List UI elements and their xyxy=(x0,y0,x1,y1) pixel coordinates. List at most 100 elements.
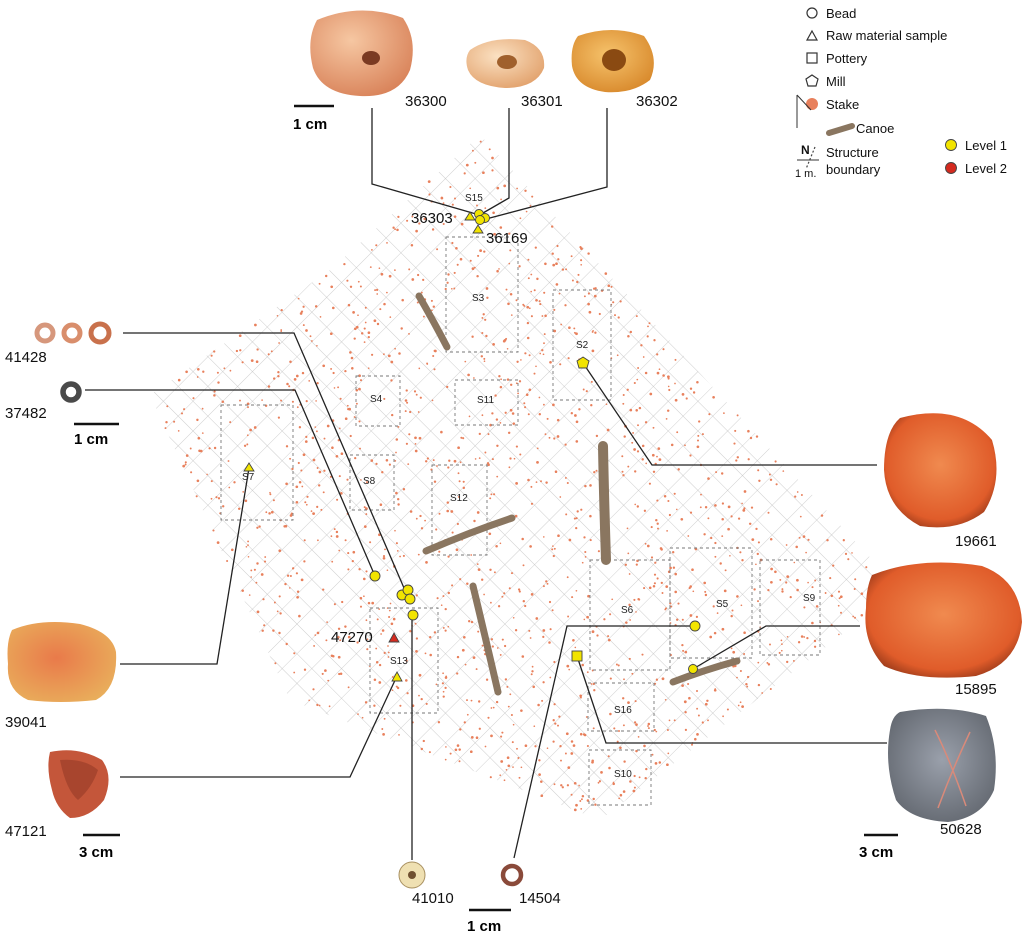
stake-dot xyxy=(333,387,336,389)
stake-dot xyxy=(468,415,471,418)
stake-dot xyxy=(296,590,300,594)
stake-dot xyxy=(394,529,396,532)
stake-dot xyxy=(575,440,579,443)
stake-dot xyxy=(553,308,556,311)
stake-dot xyxy=(514,514,518,518)
stake-dot xyxy=(694,737,697,741)
stake-dot xyxy=(534,745,537,748)
beads-41428-photo xyxy=(34,321,112,345)
stake-dot xyxy=(647,325,649,328)
stake-dot xyxy=(339,492,343,495)
stake-dot xyxy=(526,305,530,309)
stake-dot xyxy=(422,739,425,743)
stake-dot xyxy=(799,515,802,518)
stake-dot xyxy=(408,433,411,436)
stake-dot xyxy=(770,567,773,571)
stake-dot xyxy=(644,421,648,424)
stake-dot xyxy=(476,274,479,278)
stake-dot xyxy=(263,624,266,627)
stake-dot xyxy=(622,393,625,397)
stake-dot xyxy=(286,574,290,577)
stake-dot xyxy=(320,508,323,511)
stake-dot xyxy=(353,416,356,418)
stake-dot xyxy=(363,506,366,509)
stake-dot xyxy=(789,595,792,599)
stake-dot xyxy=(501,731,504,734)
stake-dot xyxy=(406,692,409,695)
stake-dot xyxy=(289,514,293,517)
stake-dot xyxy=(540,780,543,783)
stake-dot xyxy=(675,618,679,621)
stake-dot xyxy=(471,335,474,338)
stake-dot xyxy=(363,595,365,598)
stake-dot xyxy=(379,308,382,311)
stake-dot xyxy=(318,704,321,707)
stake-dot xyxy=(844,552,848,556)
mill-marker-level1 xyxy=(576,356,590,369)
stake-dot xyxy=(248,594,251,596)
stake-dot xyxy=(593,294,597,298)
stake-dot xyxy=(255,581,258,584)
stake-dot xyxy=(404,399,408,402)
stake-dot xyxy=(571,596,574,599)
sample-id-label: 41428 xyxy=(5,349,47,366)
stake-dot xyxy=(767,663,771,666)
bead-marker-level1 xyxy=(475,215,485,225)
stake-dot xyxy=(505,768,508,771)
stake-dot xyxy=(318,470,322,474)
stake-dot xyxy=(542,536,545,538)
stake-dot xyxy=(481,316,484,319)
stake-dot xyxy=(462,486,466,490)
stake-dot xyxy=(303,539,306,542)
stake-dot xyxy=(739,551,742,554)
stake-dot xyxy=(359,596,363,600)
stake-dot xyxy=(427,180,431,183)
stake-dot xyxy=(367,367,370,370)
stake-dot xyxy=(367,335,370,339)
stake-dot xyxy=(543,291,546,294)
stake-dot xyxy=(302,305,305,308)
stake-dot xyxy=(755,435,759,438)
stake-dot xyxy=(533,289,536,292)
stake-dot xyxy=(667,752,670,755)
stake-dot xyxy=(324,669,327,672)
stake-dot xyxy=(419,514,422,518)
stake-dot xyxy=(196,418,199,422)
stake-dot xyxy=(570,740,574,743)
stake-dot xyxy=(475,736,479,739)
stake-dot xyxy=(237,507,241,511)
stake-dot xyxy=(250,359,254,362)
stake-dot xyxy=(375,660,379,664)
stake-dot xyxy=(561,786,564,789)
stake-dot xyxy=(501,595,504,598)
pottery-39041-photo xyxy=(7,622,117,702)
stake-dot xyxy=(485,287,489,290)
stake-dot xyxy=(731,609,734,612)
stake-dot xyxy=(743,631,746,634)
stake-dot xyxy=(491,458,494,461)
stake-dot xyxy=(260,573,264,576)
stake-dot xyxy=(583,618,586,621)
stake-dot xyxy=(397,215,400,219)
stake-dot xyxy=(442,672,444,675)
stake-dot xyxy=(786,575,790,578)
stake-dot xyxy=(358,568,361,571)
stake-dot xyxy=(359,379,363,382)
stake-dot xyxy=(357,280,360,283)
stake-dot xyxy=(273,601,276,604)
structure-label: S8 xyxy=(363,476,376,487)
stake-dot xyxy=(522,599,526,603)
stake-dot xyxy=(295,485,299,489)
stake-dot xyxy=(325,639,328,642)
stake-dot xyxy=(500,378,502,381)
stake-dot xyxy=(647,725,649,727)
stake-dot xyxy=(656,371,660,375)
stake-dot xyxy=(496,647,499,649)
stake-dot xyxy=(621,470,624,473)
stake-dot xyxy=(335,454,339,458)
stake-dot xyxy=(392,617,396,621)
stake-dot xyxy=(689,511,693,514)
stake-dot xyxy=(305,503,308,506)
stake-dot xyxy=(323,437,326,440)
stake-dot xyxy=(580,808,583,810)
